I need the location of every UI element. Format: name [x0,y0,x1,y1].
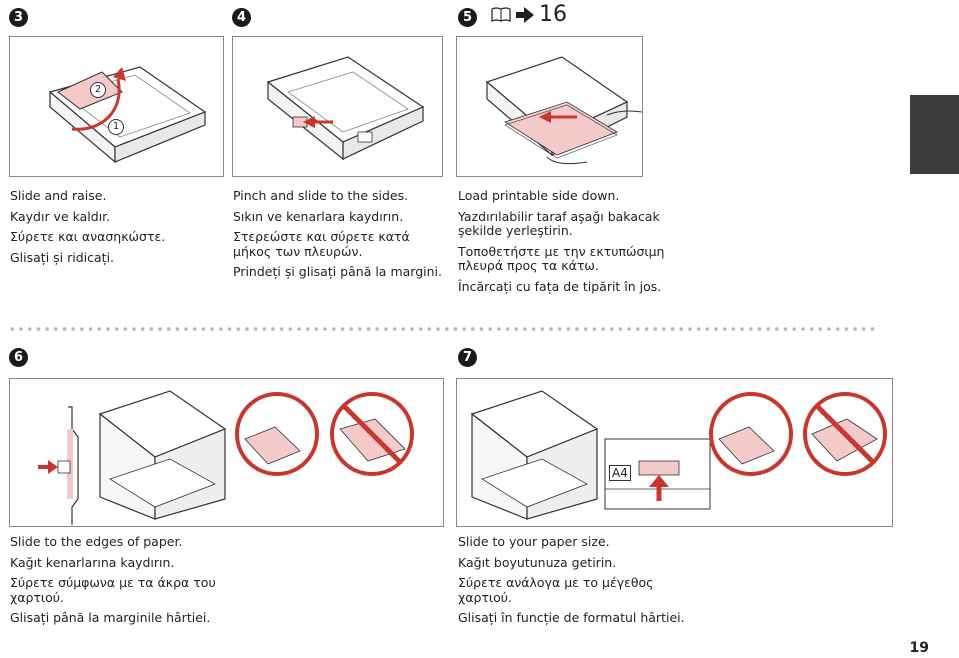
step-6-badge: 6 [9,348,28,367]
step-6-line-el: Σύρετε σύμφωνα με τα άκρα του χαρτιού. [10,575,216,605]
callout-1: 1 [108,119,124,135]
step-6-illustration [9,378,444,527]
book-icon [491,7,511,23]
step-7-illustration: A4 [456,378,893,527]
step-3-line-tr: Kaydır ve kaldır. [10,208,111,224]
step-5-badge: 5 [458,8,477,27]
step-7-text: Slide to your paper size. Kağıt boyutunu… [458,534,698,632]
dotted-separator [8,325,878,333]
step-5-line-el: Τοποθετήστε με την εκτυπώσιμη πλευρά προ… [458,243,665,273]
step-7-line-ro: Glisați în funcție de formatul hârtiei. [458,610,685,625]
step-5-page-reference: 16 [491,3,567,27]
step-3-line-en: Slide and raise. [10,188,107,203]
step-5-line-tr: Yazdırılabilir taraf aşağı bakacak şekil… [458,208,660,238]
step-7-badge: 7 [458,348,477,367]
step-7-line-tr: Kağıt boyutunuza getirin. [458,554,617,570]
a4-label: A4 [609,465,631,481]
arrow-right-icon [516,7,534,23]
step-7-line-en: Slide to your paper size. [458,534,610,549]
step-5-illustration [456,36,643,177]
step-3-line-ro: Glisați și ridicați. [10,249,115,265]
step-7-line-el: Σύρετε ανάλογα με το μέγεθος χαρτιού. [458,575,654,605]
side-tab [910,95,959,174]
ref-page-number: 16 [539,2,567,27]
step-4-line-el: Στερεώστε και σύρετε κατά μήκος των πλευ… [233,229,410,259]
step-3-text: Slide and raise. Kaydır ve kaldır. Σύρετ… [10,188,222,271]
step-3-illustration: 2 1 [9,36,224,177]
callout-2: 2 [90,82,106,98]
step-4-line-en: Pinch and slide to the sides. [233,188,409,203]
step-6-line-ro: Glisați până la marginile hârtiei. [10,610,211,625]
step-4-badge: 4 [232,8,251,27]
step-6-line-tr: Kağıt kenarlarına kaydırın. [10,554,175,570]
step-6-text: Slide to the edges of paper. Kağıt kenar… [10,534,250,632]
step-4-illustration [232,36,443,177]
step-4-line-tr: Sıkın ve kenarlara kaydırın. [233,208,404,224]
step-6-line-en: Slide to the edges of paper. [10,534,183,549]
step-5-line-en: Load printable side down. [458,188,620,203]
step-3-line-el: Σύρετε και ανασηκώστε. [10,229,166,244]
step-4-line-ro: Prindeți și glisați până la margini. [233,264,442,279]
step-3-badge: 3 [9,8,28,27]
step-4-text: Pinch and slide to the sides. Sıkın ve k… [233,188,443,286]
page-number: 19 [909,640,929,656]
step-5-line-ro: Încărcați cu fața de tipărit în jos. [458,278,662,294]
step-5-text: Load printable side down. Yazdırılabilir… [458,188,688,300]
